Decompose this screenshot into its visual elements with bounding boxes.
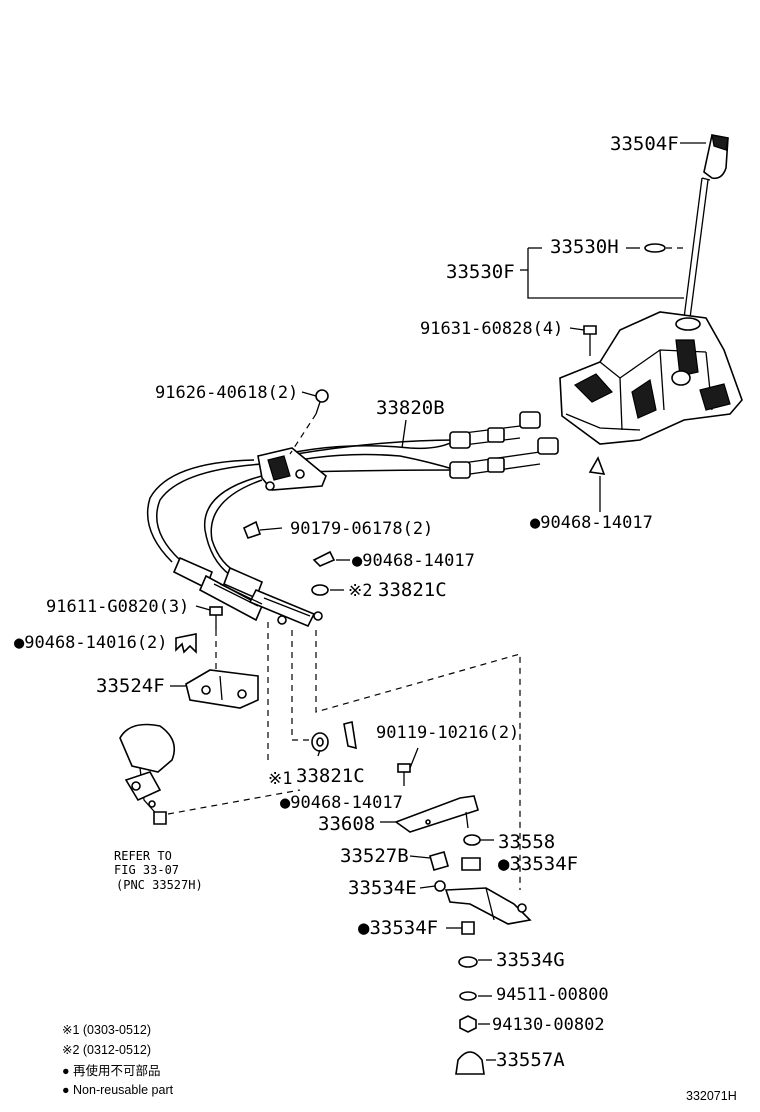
label-33534E: 33534E xyxy=(348,877,417,899)
guide-ref xyxy=(167,789,301,815)
diagram-id: 332071H xyxy=(686,1089,737,1103)
bushing-33534F-lower xyxy=(461,921,475,935)
bushing-33821C-lower xyxy=(311,732,329,752)
label-90468-14017-right: ●90468-14017 xyxy=(530,513,653,533)
label-91631-60828: 91631-60828(4) xyxy=(420,319,563,339)
note-mark-1: ※1 xyxy=(268,769,292,789)
label-90468-14017-middle: ●90468-14017 xyxy=(352,551,475,571)
label-33608: 33608 xyxy=(318,813,375,835)
washer-94511 xyxy=(459,991,477,1001)
label-91626-40618: 91626-40618(2) xyxy=(155,383,298,403)
bushing-33534F-upper xyxy=(461,857,481,871)
lever-washer xyxy=(644,243,666,253)
label-33524F: 33524F xyxy=(96,675,165,697)
clip-90468-middle xyxy=(312,550,336,567)
bolt-91626 xyxy=(315,389,329,415)
label-33557A: 33557A xyxy=(496,1049,565,1071)
footnote-4: ● Non-reusable part xyxy=(62,1083,174,1097)
note-mark-2: ※2 xyxy=(348,581,372,601)
clip-90468-right xyxy=(588,456,606,475)
bolt-90119-leader xyxy=(409,747,419,769)
refer-line-2: FIG 33-07 xyxy=(114,863,179,877)
label-33504F: 33504F xyxy=(610,133,679,155)
bolt-91626-leader xyxy=(289,413,317,455)
shift-lever-housing xyxy=(559,311,743,445)
label-90119-10216: 90119-10216(2) xyxy=(376,723,519,743)
label-33820B: 33820B xyxy=(376,397,445,419)
bolt-91631 xyxy=(583,325,597,356)
guide-mid xyxy=(291,630,316,741)
label-90179-06178: 90179-06178(2) xyxy=(290,519,433,539)
boot-33557A xyxy=(455,1051,485,1075)
label-33534F-lower: ●33534F xyxy=(358,917,438,939)
label-33558: 33558 xyxy=(498,831,555,853)
transmission-lever-ref xyxy=(119,723,176,825)
footnote-2: ※2 (0312-0512) xyxy=(62,1043,151,1057)
guide-right xyxy=(315,630,521,890)
clip-90468-14016 xyxy=(175,633,197,654)
label-90468-14017-lower: ●90468-14017 xyxy=(280,793,403,813)
label-33530H: 33530H xyxy=(550,236,619,258)
footnote-3: ● 再使用不可部品 xyxy=(62,1063,161,1078)
label-33534G: 33534G xyxy=(496,949,565,971)
label-33534F-upper: ●33534F xyxy=(498,853,578,875)
label-33527B: 33527B xyxy=(340,845,409,867)
bushing-33534G xyxy=(458,956,478,968)
label-33821C-lower: 33821C xyxy=(296,765,365,787)
label-90468-14016: ●90468-14016(2) xyxy=(14,633,168,653)
bracket-33534E xyxy=(434,880,532,925)
refer-line-3: (PNC 33527H) xyxy=(116,878,203,892)
shift-knob xyxy=(703,134,729,180)
retainer-33527B xyxy=(429,851,449,871)
nut-90179 xyxy=(242,520,262,539)
bolt-91611 xyxy=(209,606,223,630)
lever-33608 xyxy=(394,795,479,833)
bracket-33524F xyxy=(185,669,259,709)
label-94511-00800: 94511-00800 xyxy=(496,985,609,1005)
label-91611-G0820: 91611-G0820(3) xyxy=(46,597,189,617)
bushing-33821C-upper xyxy=(311,584,329,596)
label-94130-00802: 94130-00802 xyxy=(492,1015,605,1035)
cable-bracket xyxy=(257,447,327,491)
shift-lever xyxy=(683,177,711,319)
clip-90468-lower xyxy=(343,721,357,750)
footnote-1: ※1 (0303-0512) xyxy=(62,1023,151,1037)
label-33821C-upper: 33821C xyxy=(378,579,447,601)
leader-lines xyxy=(170,142,706,1061)
nut-94130 xyxy=(459,1015,477,1033)
bolt-90119 xyxy=(397,763,411,786)
label-33530F: 33530F xyxy=(446,261,515,283)
bushing-33558 xyxy=(463,834,481,846)
refer-line-1: REFER TO xyxy=(114,849,172,863)
